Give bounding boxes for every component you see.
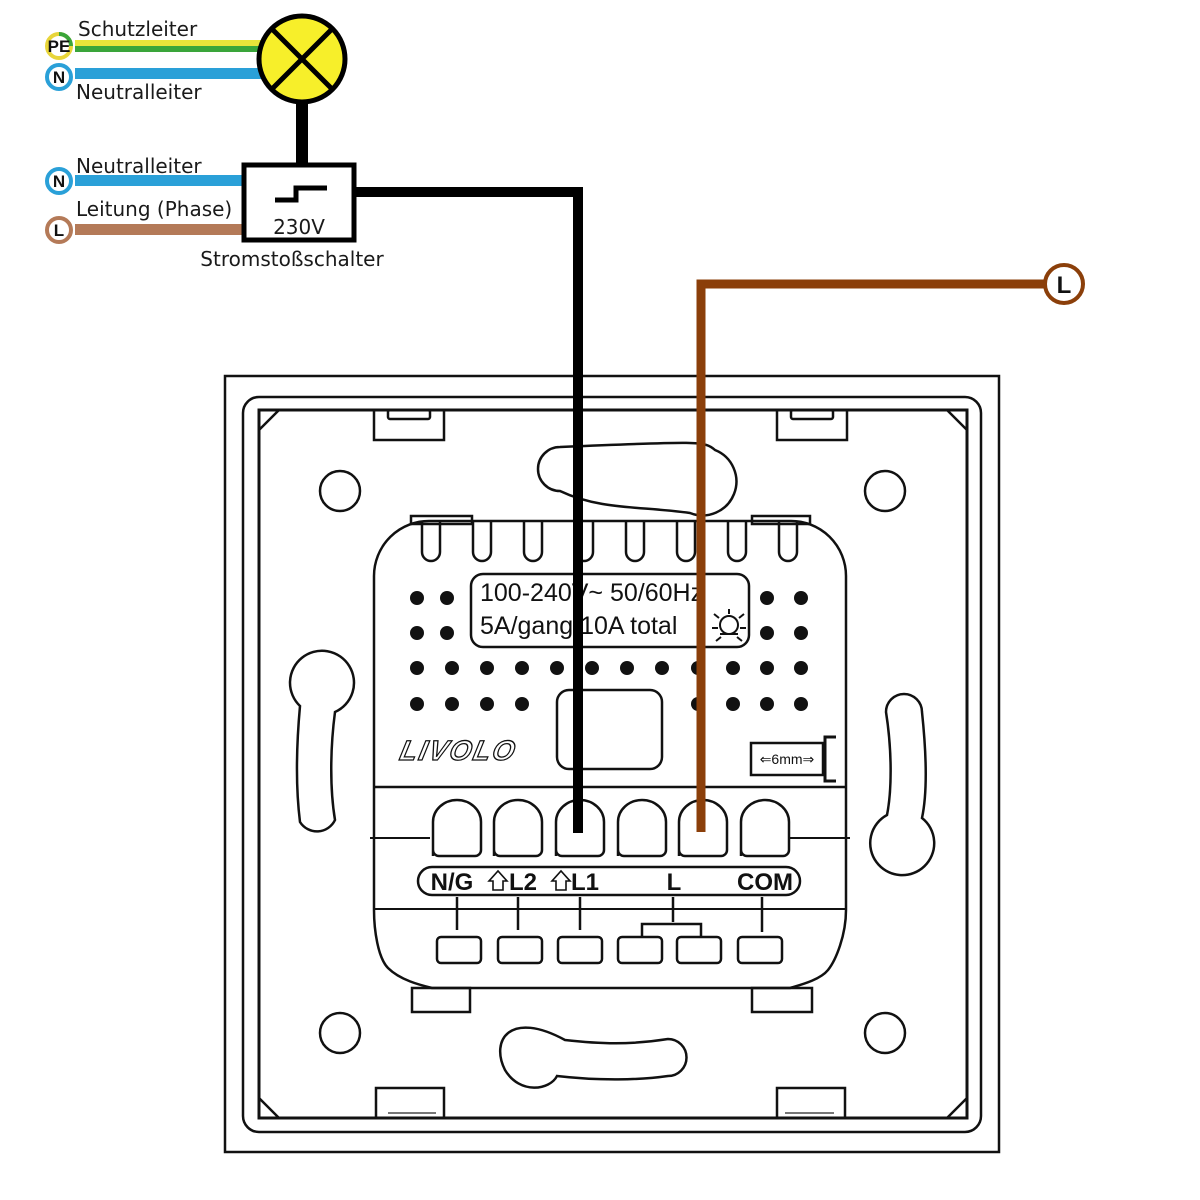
phase-label: Leitung (Phase) (76, 197, 232, 221)
vent-fin (624, 522, 646, 563)
vent-dot (620, 661, 634, 675)
screw-terminal (616, 798, 668, 858)
terminal-pad (496, 935, 544, 965)
arrow-up-icon-l2 (487, 869, 509, 891)
spec-line-1: 100-240V~ 50/60Hz (480, 579, 703, 607)
switched-wire-black (354, 187, 583, 833)
vent-fin (675, 522, 697, 563)
terminal-pad (616, 935, 664, 965)
vent-fin (522, 522, 544, 563)
terminal-pad (556, 935, 604, 965)
neutral-badge-relay: N (45, 167, 73, 195)
screw-terminal (739, 798, 791, 858)
vent-fin (726, 522, 748, 563)
strip-length-text: ⇐6mm⇒ (760, 751, 815, 767)
vent-dot (515, 697, 529, 711)
relay-box: 230V (241, 162, 357, 243)
pe-wire (75, 40, 265, 52)
neutral-label-relay: Neutralleiter (76, 154, 202, 178)
terminal-pad (675, 935, 723, 965)
vent-dot (794, 591, 808, 605)
neutral-badge-relay-text: N (53, 172, 65, 191)
terminal-pad (736, 935, 784, 965)
vent-dot (440, 626, 454, 640)
vent-dot (760, 626, 774, 640)
vent-dot (655, 661, 669, 675)
neutral-wire-lamp (75, 68, 265, 79)
step-icon (275, 185, 327, 203)
vent-dot (410, 697, 424, 711)
relay-voltage: 230V (273, 215, 325, 239)
vent-dot (480, 661, 494, 675)
external-phase-badge-text: L (1057, 272, 1072, 299)
vent-dot (410, 591, 424, 605)
vent-dot (445, 661, 459, 675)
phase-wire (75, 224, 247, 235)
relay-label: Stromstoßschalter (200, 247, 384, 271)
pe-badge-text: PE (48, 37, 71, 56)
terminal-label-ng: N/G (431, 869, 474, 896)
vent-dot (410, 661, 424, 675)
terminal-label-strip (416, 865, 802, 897)
vent-fin (420, 522, 442, 563)
arrow-up-icon-l1 (550, 869, 572, 891)
lamp-load-icon (712, 609, 746, 642)
neutral-badge-lamp: N (45, 63, 73, 91)
vent-dot (726, 661, 740, 675)
vent-dot (480, 697, 494, 711)
phase-badge: L (45, 216, 73, 244)
neutral-wire-relay (75, 175, 247, 186)
pe-label: Schutzleiter (78, 17, 198, 41)
vent-fin (471, 522, 493, 563)
sensor-window (555, 688, 664, 771)
phase-badge-text: L (54, 221, 64, 240)
screw-terminal (431, 798, 483, 858)
vent-dot (760, 697, 774, 711)
external-phase-badge: L (1043, 263, 1085, 305)
phase-wire-brown (696, 279, 1048, 832)
vent-dot (760, 591, 774, 605)
vent-dot (726, 697, 740, 711)
terminal-pad (435, 935, 483, 965)
connector-ticks (455, 897, 764, 937)
vent-dots (410, 591, 808, 711)
vent-dot (585, 661, 599, 675)
vent-dot (794, 697, 808, 711)
vent-dot (440, 591, 454, 605)
vent-dot (794, 661, 808, 675)
terminal-label-l: L (667, 869, 682, 896)
neutral-badge-lamp-text: N (53, 68, 65, 87)
terminal-label-l1: L1 (571, 869, 599, 896)
neutral-label-lamp: Neutralleiter (76, 80, 202, 104)
screw-terminal (492, 798, 544, 858)
lamp-icon (256, 13, 348, 165)
vent-dot (410, 626, 424, 640)
vent-fins (420, 522, 799, 563)
strip-length-gauge: ⇐6mm⇒ (749, 735, 836, 783)
pe-badge: PE (45, 32, 73, 60)
vent-dot (445, 697, 459, 711)
terminal-label-l2: L2 (509, 869, 537, 896)
vent-dot (550, 661, 564, 675)
bottom-pads (435, 935, 784, 965)
screw-terminals (431, 798, 791, 858)
vent-fin (777, 522, 799, 563)
switch-back-panel (223, 374, 1001, 1154)
vent-dot (760, 661, 774, 675)
vent-dot (515, 661, 529, 675)
brand-logo: LIVOLO (397, 734, 520, 766)
terminal-label-com: COM (737, 869, 793, 896)
vent-dot (794, 626, 808, 640)
